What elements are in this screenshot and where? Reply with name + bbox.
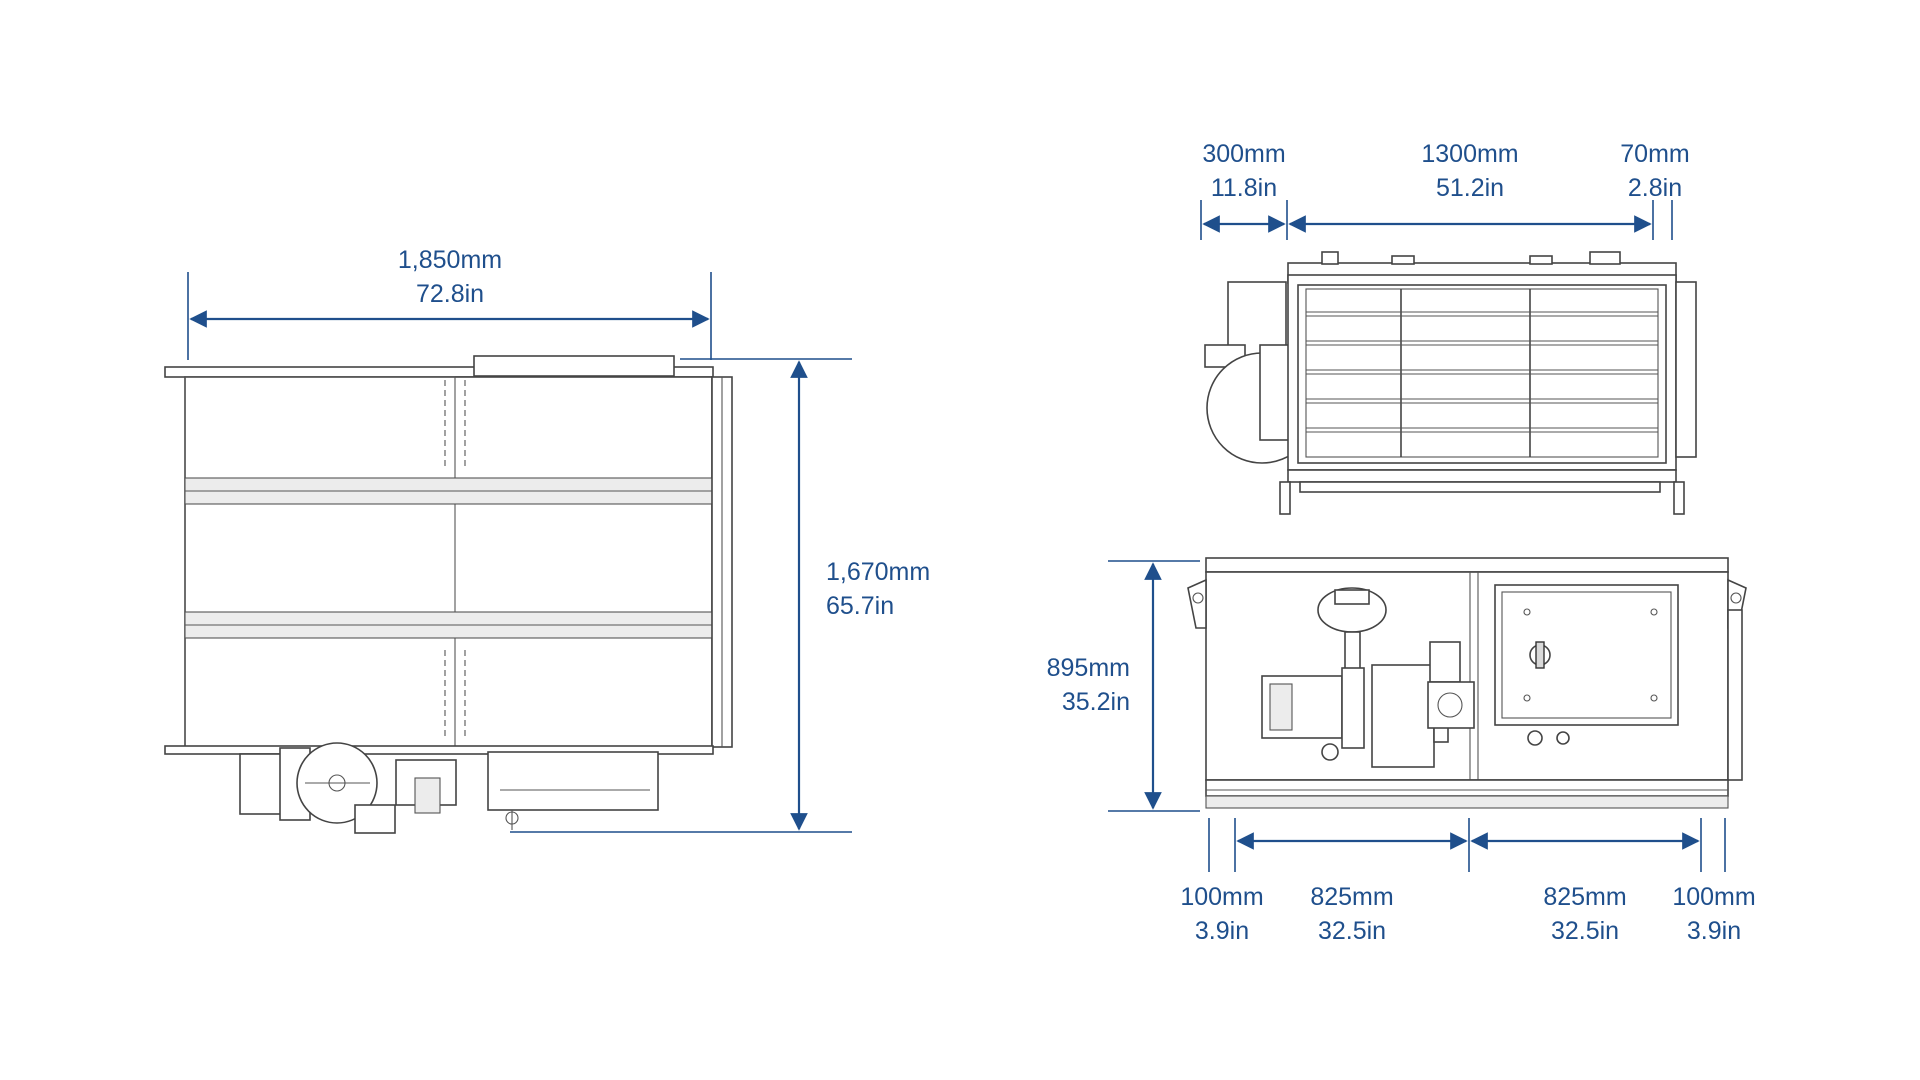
plan-width-mm: 1,850mm <box>398 246 502 274</box>
front-view <box>1204 251 1697 515</box>
plan-width-in: 72.8in <box>416 280 484 308</box>
front-left-mm: 300mm <box>1202 140 1285 168</box>
plan-view <box>164 355 733 834</box>
side-edge-right-in: 3.9in <box>1687 917 1741 945</box>
plan-depth-mm: 1,670mm <box>826 558 930 586</box>
side-view <box>1187 557 1747 809</box>
side-height-mm: 895mm <box>1047 654 1130 682</box>
plan-width-dimension: 1,850mm 72.8in <box>187 246 712 360</box>
front-left-in: 11.8in <box>1211 174 1277 202</box>
front-right-mm: 70mm <box>1620 140 1689 168</box>
side-span-right-in: 32.5in <box>1551 917 1619 945</box>
side-edge-left-in: 3.9in <box>1195 917 1249 945</box>
side-edge-left-mm: 100mm <box>1180 883 1263 911</box>
plan-depth-dimension: 1,670mm 65.7in <box>510 358 930 833</box>
plan-depth-in: 65.7in <box>826 592 894 620</box>
side-height-in: 35.2in <box>1062 688 1130 716</box>
front-main-mm: 1300mm <box>1421 140 1518 168</box>
front-right-in: 2.8in <box>1628 174 1682 202</box>
side-edge-right-mm: 100mm <box>1672 883 1755 911</box>
front-main-in: 51.2in <box>1436 174 1504 202</box>
front-view-dimensions: 300mm 11.8in 1300mm 51.2in 70mm 2.8in <box>1200 140 1690 240</box>
side-span-left-mm: 825mm <box>1310 883 1393 911</box>
side-span-right-mm: 825mm <box>1543 883 1626 911</box>
side-span-left-in: 32.5in <box>1318 917 1386 945</box>
side-view-dimensions: 895mm 35.2in 100mm 3.9in 825mm 32.5in 82… <box>1047 560 1756 945</box>
